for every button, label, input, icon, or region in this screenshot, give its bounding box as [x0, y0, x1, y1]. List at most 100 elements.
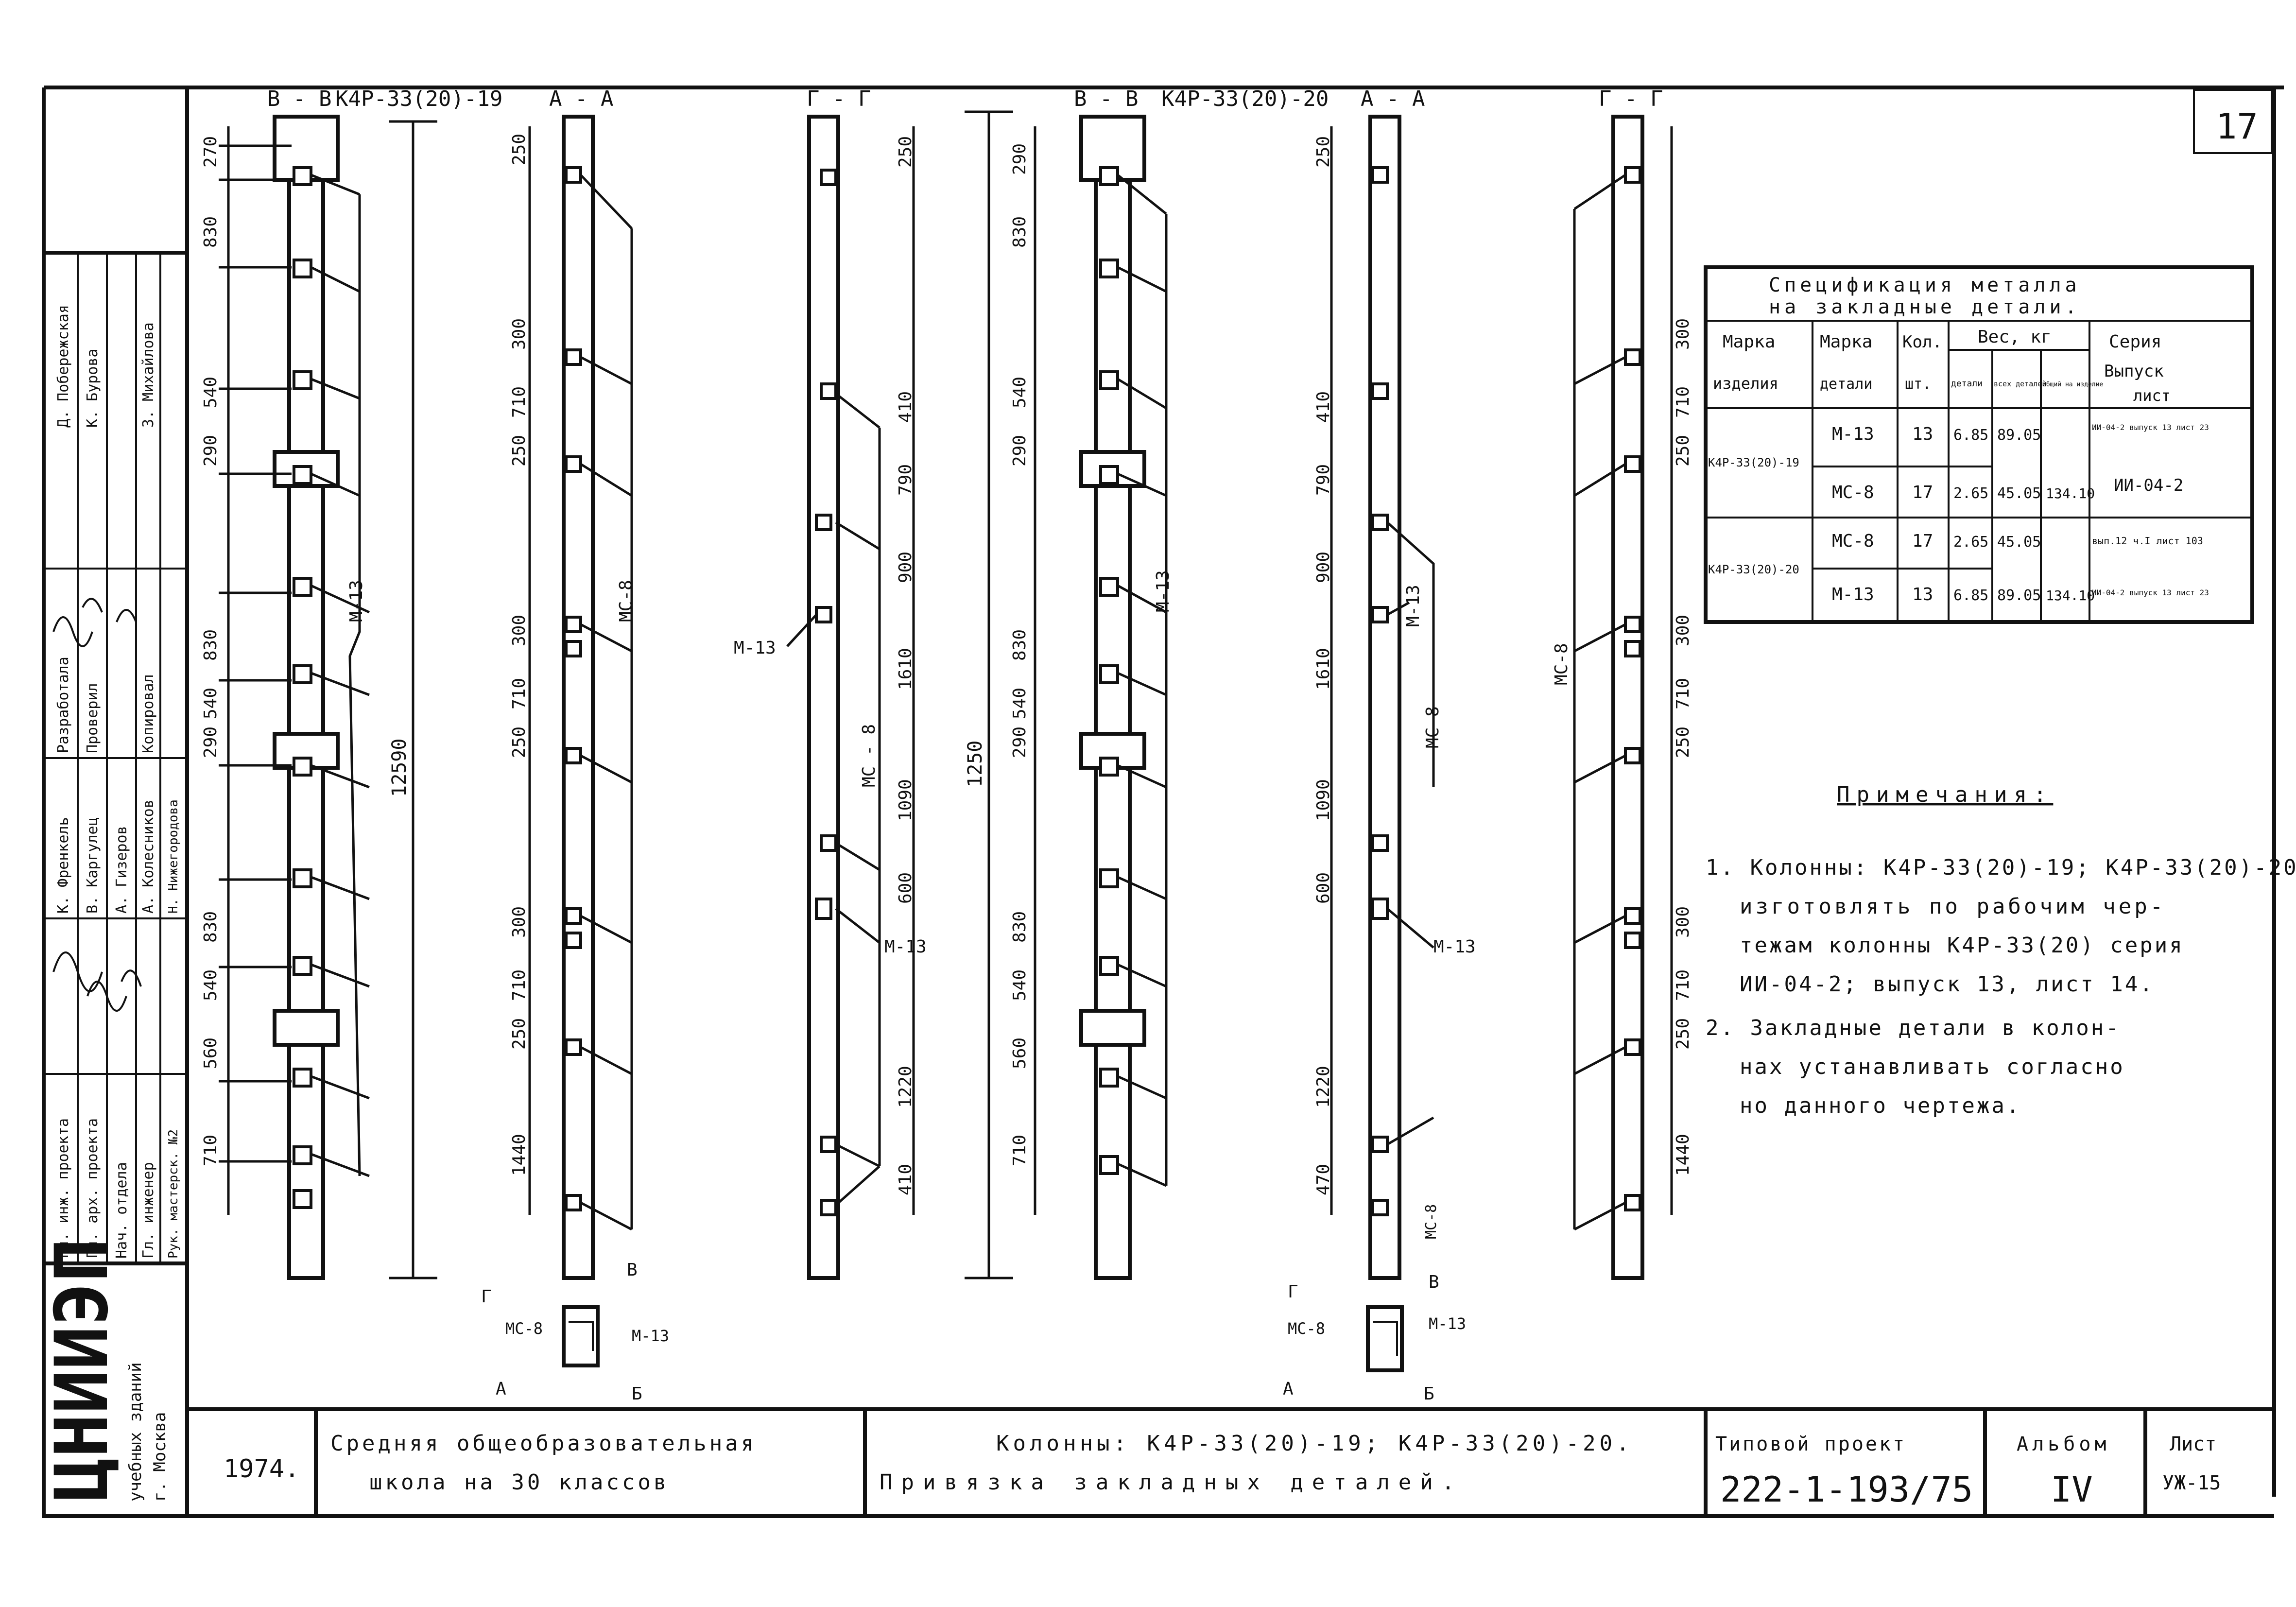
- view-2-bb: В - В: [1074, 86, 1138, 111]
- dim-col2-7: 300: [509, 906, 529, 938]
- spec-h-w-total: общий на изделие: [2042, 381, 2103, 388]
- dim-col1-2: 540: [201, 377, 221, 408]
- spec-r1-qty: 17: [1912, 483, 1933, 502]
- tb-project-label: Типовой проект: [1715, 1433, 1906, 1455]
- spec-h-qty-1: Кол.: [1902, 332, 1942, 352]
- spec-r1-total: 134.10: [2046, 485, 2095, 501]
- tb-sheet-label: Лист: [2170, 1433, 2216, 1455]
- dim-chain-col1: 270 830 540 290 830 540 290 830 540 560 …: [201, 126, 292, 1215]
- overall-dim-1-value: 12590: [388, 739, 411, 797]
- dim-col2-8: 710: [509, 969, 529, 1001]
- view-1-aa: А - А: [549, 86, 613, 111]
- view-1-gg: Г - Г: [807, 86, 871, 111]
- stamp-role-4: Разработала: [55, 657, 72, 753]
- tb-album-label: Альбом: [2017, 1433, 2110, 1455]
- spec-h-w-all: всех деталей: [1994, 380, 2046, 388]
- dim-col4-0: 290: [1010, 143, 1030, 175]
- dim-col2-10: 1440: [509, 1134, 529, 1176]
- spec-r1-w: 2.65: [1953, 485, 1988, 502]
- spec-r3-all: 89.05: [1997, 587, 2041, 604]
- stamp-role-6: Копировал: [140, 674, 157, 753]
- dim-col4-1: 830: [1010, 216, 1030, 248]
- dim-col1-6: 290: [201, 726, 221, 758]
- stamp-name-5: Д. Побережская: [55, 305, 72, 428]
- dim-col5-6: 600: [1313, 872, 1333, 904]
- dim-col6-1: 710: [1673, 386, 1693, 418]
- stamp-name-1: В. Каргулец: [84, 817, 101, 914]
- spec-h-w-det: детали: [1951, 379, 1983, 389]
- label-ms8-col5: МС-8: [1423, 706, 1443, 748]
- label-ms8-col5b: МС-8: [1423, 1204, 1440, 1239]
- dim-col5-7: 1220: [1313, 1066, 1333, 1108]
- tb-object-1: Средняя общеобразовательная: [330, 1431, 757, 1456]
- tb-drawing-1: Колонны: К4Р-33(20)-19; К4Р-33(20)-20.: [996, 1431, 1633, 1456]
- sec2-g: Г: [1288, 1282, 1298, 1302]
- dim-col5-5: 1090: [1313, 779, 1333, 821]
- sec2-m13: М-13: [1429, 1314, 1466, 1333]
- dim-col4-9: 560: [1010, 1037, 1030, 1069]
- spec-title-1: Спецификация металла: [1769, 274, 2081, 296]
- dim-col3-8: 410: [896, 1164, 915, 1195]
- org-block: ЦНИИЭП учебных зданий г. Москва: [40, 1238, 189, 1518]
- spec-r1-all: 45.05: [1997, 485, 2041, 502]
- dim-col4-7: 830: [1010, 911, 1030, 943]
- dim-col3-0: 250: [896, 136, 915, 168]
- sec2-v: В: [1429, 1272, 1439, 1292]
- spec-r1-det: МС-8: [1832, 483, 1874, 502]
- sec1-v: В: [627, 1260, 638, 1280]
- dim-col2-6: 250: [509, 726, 529, 758]
- title-block: 1974. Средняя общеобразовательная школа …: [224, 1409, 2221, 1516]
- dim-col6-7: 710: [1673, 969, 1693, 1001]
- sheet-number: 17: [2216, 106, 2258, 147]
- view-2-aa: А - А: [1361, 86, 1425, 111]
- view-1-bb: В - В: [267, 86, 331, 111]
- spec-h-item-1: Марка: [1723, 332, 1775, 352]
- dim-col3-2: 790: [896, 464, 915, 496]
- spec-r0-det: М-13: [1832, 424, 1874, 444]
- overall-dim-1: 12590: [388, 120, 437, 1279]
- sheet-number-box: 17: [2193, 89, 2273, 154]
- spec-r3-det: М-13: [1832, 585, 1874, 605]
- spec-r3-series: ИИ-04-2 выпуск 13 лист 23: [2092, 588, 2209, 597]
- dim-col2-5: 710: [509, 678, 529, 709]
- dim-col1-0: 270: [201, 136, 221, 168]
- spec-r0-item: К4Р-33(20)-19: [1708, 456, 1799, 469]
- dim-col1-3: 290: [201, 435, 221, 467]
- spec-r0-all: 89.05: [1997, 427, 2041, 444]
- dim-col5-2: 790: [1313, 464, 1333, 496]
- dim-ticks-col1: [219, 144, 292, 1163]
- dim-col2-4: 300: [509, 615, 529, 646]
- stamp-role-0: Гл. инж. проекта: [55, 1118, 72, 1259]
- left-stamp: Гл. инж. проекта Гл. арх. проекта Нач. о…: [42, 251, 189, 1265]
- label-ms8-col2: МС-8: [616, 580, 636, 622]
- stamp-role-3: Гл. инженер: [140, 1162, 157, 1259]
- sec1-ms8: МС-8: [505, 1319, 543, 1338]
- column-bb-2: М-13 290 830 540 290 830 540 290 830 540…: [1010, 115, 1173, 1280]
- view-2-gg: Г - Г: [1599, 86, 1663, 111]
- spec-r2-w: 2.65: [1953, 534, 1988, 551]
- dim-col2-1: 300: [509, 318, 529, 350]
- dim-col2-2: 710: [509, 386, 529, 418]
- dim-col1-4: 830: [201, 629, 221, 661]
- dim-col4-3: 290: [1010, 435, 1030, 467]
- label-m13-col3b: М-13: [884, 937, 927, 957]
- spec-r2-qty: 17: [1912, 531, 1933, 551]
- dim-col6-9: 1440: [1673, 1134, 1693, 1176]
- dim-col3-4: 1610: [896, 648, 915, 690]
- dim-col1-8: 540: [201, 969, 221, 1001]
- dim-col4-6: 290: [1010, 726, 1030, 758]
- dim-col6-2: 250: [1673, 435, 1693, 467]
- notes-line-3: ИИ-04-2; выпуск 13, лист 14.: [1740, 972, 2155, 997]
- dim-col1-9: 560: [201, 1037, 221, 1069]
- spec-h-series-2: Выпуск: [2104, 362, 2164, 381]
- dim-col6-5: 250: [1673, 726, 1693, 758]
- spec-r0-qty: 13: [1912, 424, 1933, 444]
- tb-sheet-no: УЖ-15: [2162, 1472, 2221, 1494]
- spec-title-2: на закладные детали.: [1769, 296, 2081, 318]
- spec-table: Спецификация металла на закладные детали…: [1704, 265, 2254, 624]
- spec-r3-w: 6.85: [1953, 587, 1988, 604]
- spec-h-weight: Вес, кг: [1978, 327, 2052, 347]
- dim-col5-1: 410: [1313, 391, 1333, 423]
- dim-col4-4: 830: [1010, 629, 1030, 661]
- dim-col5-8: 470: [1313, 1164, 1333, 1195]
